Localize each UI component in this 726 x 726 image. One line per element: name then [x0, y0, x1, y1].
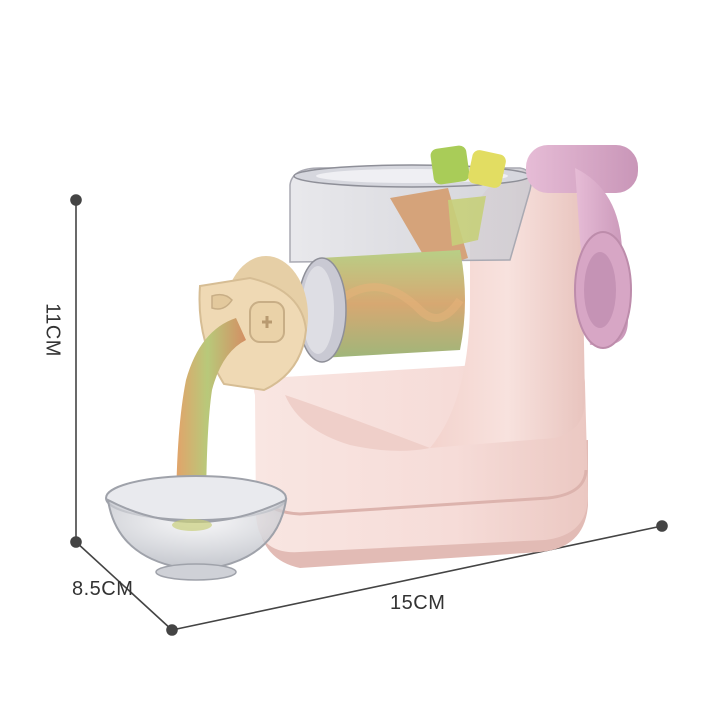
noodle-cap: [198, 256, 308, 392]
dough-pieces: [390, 145, 506, 270]
machine-body: [253, 168, 589, 568]
depth-dimension-label: 8.5CM: [72, 578, 134, 600]
crank-handle: [526, 145, 638, 349]
dimension-lines: [70, 194, 668, 636]
extruder-barrel: [297, 250, 465, 363]
glass-bowl: [105, 475, 288, 581]
width-dimension-label: 15CM: [390, 592, 446, 614]
noodle-strand: [176, 318, 246, 520]
height-dimension-label: 11CM: [41, 303, 64, 357]
